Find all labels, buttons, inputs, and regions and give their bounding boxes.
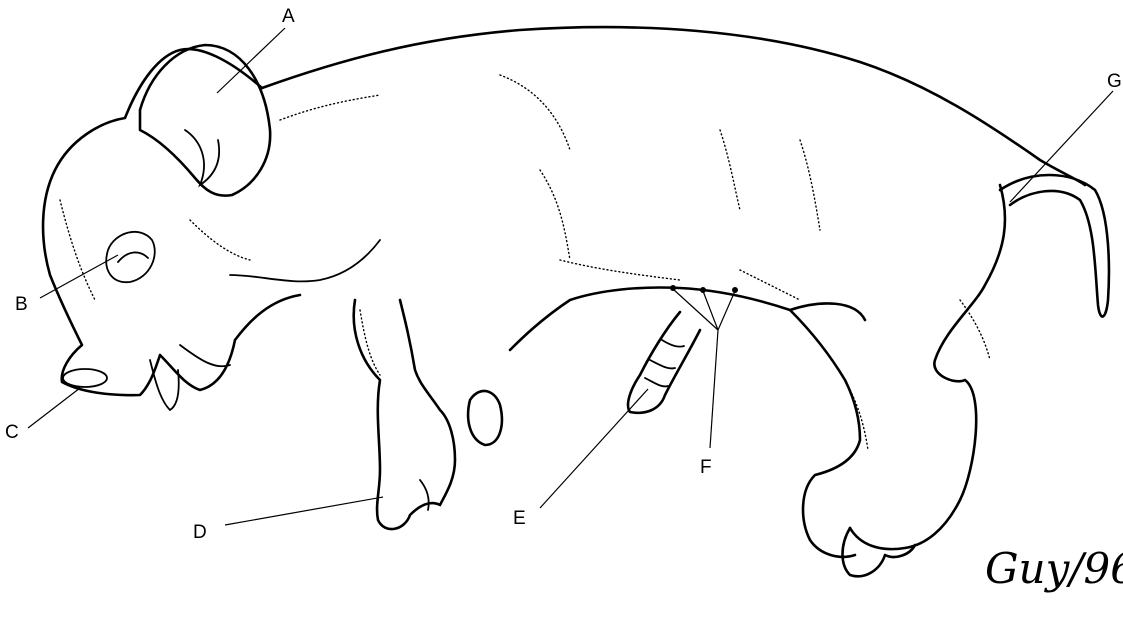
- leader-line-F-1: [673, 289, 718, 330]
- label-a: A: [282, 7, 295, 26]
- label-g: G: [1107, 72, 1122, 91]
- umbilical-twist: [645, 340, 684, 386]
- leader-line-C: [28, 388, 80, 428]
- neck-fold: [230, 240, 380, 281]
- ear: [140, 45, 270, 196]
- leader-line-F: [710, 330, 718, 448]
- head-outline: [43, 49, 300, 395]
- leader-line-F-2: [703, 291, 718, 330]
- leader-line-E: [540, 389, 648, 508]
- nipple: [670, 285, 676, 291]
- label-c: C: [5, 423, 19, 442]
- label-f: F: [700, 458, 712, 477]
- label-d: D: [193, 523, 207, 542]
- umbilical-cord: [628, 312, 700, 413]
- eye-lid: [118, 252, 148, 262]
- shading-back: [280, 75, 820, 260]
- snout-disc: [63, 369, 107, 387]
- front-foot-back: [468, 391, 502, 445]
- leader-line-G: [1010, 91, 1113, 202]
- label-b: B: [15, 295, 28, 314]
- hind-foot: [843, 528, 916, 576]
- leader-line-F-3: [718, 291, 735, 330]
- leader-line-D: [225, 497, 383, 525]
- front-leg: [354, 300, 455, 529]
- ear-inner: [185, 130, 219, 185]
- artist-signature: Guy/96: [985, 548, 1123, 590]
- lower-jaw: [180, 345, 230, 366]
- tail: [1000, 175, 1109, 316]
- label-e: E: [513, 509, 526, 528]
- hind-leg: [790, 310, 860, 557]
